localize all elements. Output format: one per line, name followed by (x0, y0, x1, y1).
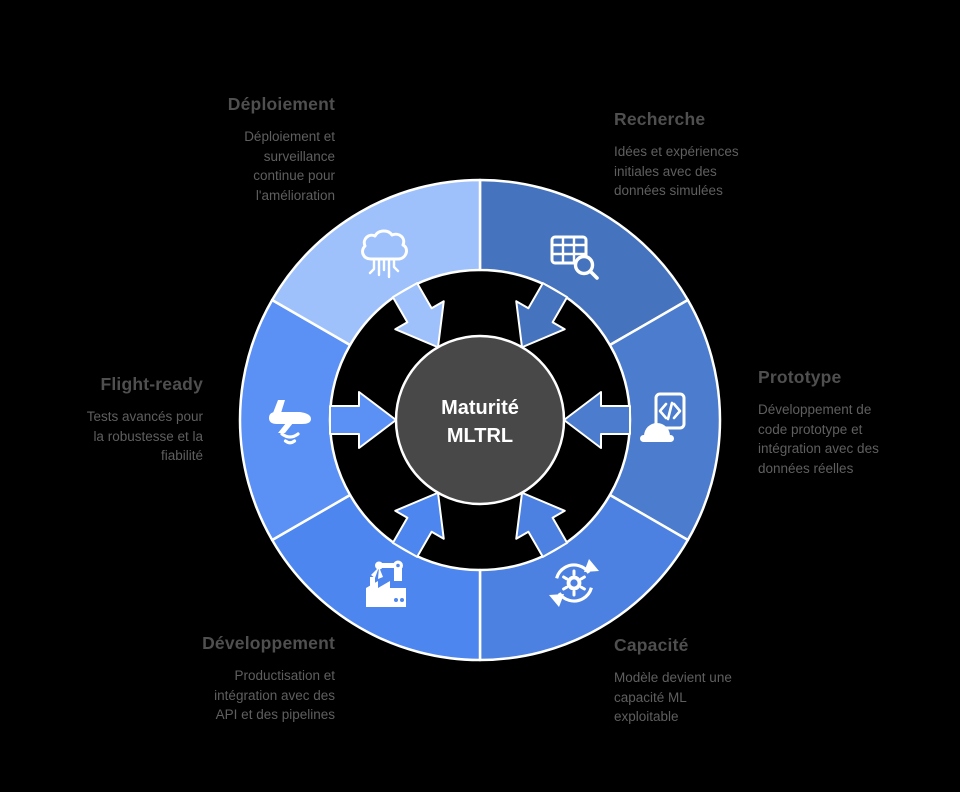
label-prototype-title: Prototype (758, 367, 842, 387)
factory-robot-arm-icon (366, 560, 406, 607)
arrow-deploiement (391, 282, 445, 349)
cloud-circuit-icon (361, 229, 408, 279)
arrow-prototype (563, 391, 631, 449)
label-developpement-title: Développement (202, 633, 335, 653)
airplane-signal-icon (269, 400, 311, 445)
center-label-line1: Maturité (441, 397, 519, 419)
label-developpement: Développement Productisation et intégrat… (145, 633, 335, 725)
arrow-capacite (515, 491, 569, 558)
label-developpement-desc: Productisation et intégration avec des A… (214, 668, 335, 722)
label-capacite-desc: Modèle devient une capacité ML exploitab… (614, 670, 732, 724)
center-label-line2: MLTRL (447, 425, 513, 447)
label-flight-ready: Flight-ready Tests avancés pour la robus… (59, 374, 203, 466)
label-capacite: Capacité Modèle devient une capacité ML … (614, 635, 804, 727)
center-circle (394, 334, 566, 506)
label-deploiement-title: Déploiement (227, 94, 335, 114)
label-prototype-desc: Développement de code prototype et intég… (758, 402, 879, 476)
arrow-recherche (515, 282, 569, 349)
label-recherche-title: Recherche (614, 109, 706, 129)
label-flight-ready-title: Flight-ready (100, 374, 203, 394)
label-capacite-title: Capacité (614, 635, 689, 655)
gear-sync-icon (549, 559, 599, 607)
arrow-flight-ready (329, 391, 397, 449)
segment-deploiement (270, 178, 482, 347)
label-prototype: Prototype Développement de code prototyp… (758, 367, 923, 478)
label-recherche-desc: Idées et expériences initiales avec des … (614, 144, 739, 198)
label-deploiement-desc: Déploiement et surveillance continue pou… (244, 129, 335, 203)
label-flight-ready-desc: Tests avancés pour la robustesse et la f… (86, 409, 203, 463)
arrow-developpement (391, 491, 445, 558)
label-recherche: Recherche Idées et expériences initiales… (614, 109, 814, 201)
code-document-helmet-icon (640, 392, 686, 442)
label-deploiement: Déploiement Déploiement et surveillance … (165, 94, 335, 205)
table-search-icon (550, 235, 599, 280)
